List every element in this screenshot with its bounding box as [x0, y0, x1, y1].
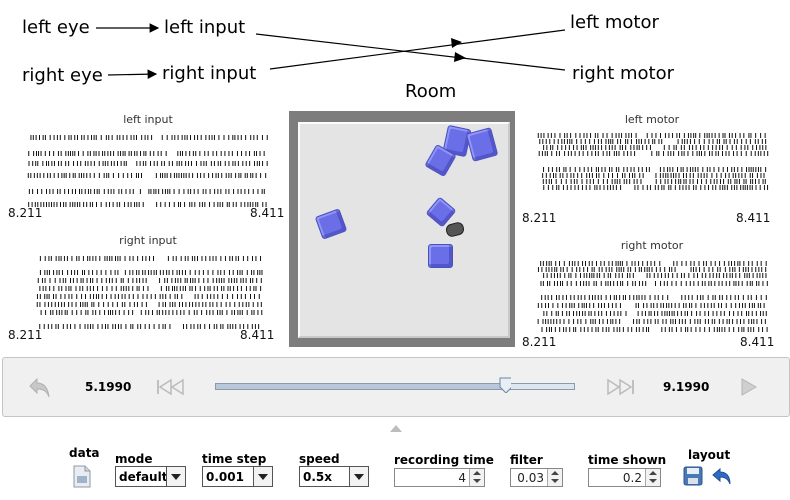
raster-time-start: 8.211 — [522, 335, 557, 349]
speed-value: 0.5x — [303, 470, 332, 484]
chevron-down-icon[interactable] — [253, 467, 272, 486]
spinner-buttons[interactable] — [547, 469, 562, 486]
chevron-down-icon[interactable] — [349, 467, 368, 486]
raster-title: right motor — [620, 239, 684, 252]
raster-time-start: 8.211 — [8, 206, 43, 220]
time-step-label: time step — [202, 452, 267, 466]
right-eye-arrow — [107, 69, 158, 79]
filter-label: filter — [510, 453, 543, 467]
spike-raster-plot — [36, 256, 263, 329]
filter-value: 0.03 — [517, 471, 544, 485]
raster-time-start: 8.211 — [522, 211, 557, 225]
raster-title: left input — [123, 113, 173, 126]
timeline-slider-fill — [216, 384, 506, 389]
block-object[interactable] — [428, 244, 453, 268]
room-floor — [298, 122, 510, 338]
mode-select[interactable]: default — [115, 466, 186, 487]
skip-to-end-icon[interactable] — [606, 378, 636, 396]
raster-time-end: 8.411 — [736, 211, 771, 225]
braitenberg-vehicle[interactable] — [444, 220, 466, 239]
playback-panel: 5.1990 9.1990 — [2, 357, 790, 417]
timeline-slider-track[interactable] — [215, 383, 575, 390]
left-eye-label: left eye — [22, 17, 90, 38]
mode-value: default — [119, 470, 168, 484]
time-shown-label: time shown — [588, 453, 667, 467]
reset-layout-icon[interactable] — [711, 466, 733, 486]
speed-select[interactable]: 0.5x — [299, 466, 369, 487]
right-input-raster: right input 8.211 8.411 — [6, 234, 290, 344]
room-title: Room — [405, 81, 457, 102]
layout-label: layout — [688, 448, 731, 462]
raster-time-end: 8.411 — [240, 328, 275, 342]
raster-title: right input — [119, 234, 177, 247]
collapse-arrow-icon[interactable] — [389, 423, 403, 433]
play-icon[interactable] — [739, 377, 759, 397]
left-input-label: left input — [164, 17, 246, 38]
mode-label: mode — [115, 452, 153, 466]
right-eye-label: right eye — [22, 65, 103, 86]
connection-diagram — [96, 23, 566, 79]
speed-label: speed — [299, 452, 340, 466]
raster-time-end: 8.411 — [740, 335, 775, 349]
time-shown-spinner[interactable]: 0.2 — [588, 468, 661, 487]
spike-raster-plot — [537, 261, 768, 332]
skip-to-start-icon[interactable] — [155, 378, 185, 396]
start-time: 5.1990 — [85, 380, 132, 394]
raster-time-start: 8.211 — [8, 328, 43, 342]
time-step-select[interactable]: 0.001 — [202, 466, 273, 487]
right-input-label: right input — [162, 63, 257, 84]
recording-time-label: recording time — [394, 453, 494, 467]
undo-icon[interactable] — [27, 373, 55, 401]
left-input-raster: left input 8.211 8.411 — [6, 113, 290, 223]
spike-raster-plot — [27, 135, 268, 207]
spike-raster-plot — [537, 133, 769, 190]
end-time: 9.1990 — [663, 380, 710, 394]
raster-title: left motor — [624, 113, 680, 126]
raster-time-end: 8.411 — [250, 206, 285, 220]
arrowhead-right-motor — [454, 52, 466, 62]
recording-time-value: 4 — [458, 471, 466, 485]
block-object[interactable] — [465, 127, 499, 162]
right-input-to-left-motor-line — [269, 29, 566, 70]
spinner-buttons[interactable] — [645, 469, 660, 486]
arrowhead-left-motor — [451, 38, 462, 48]
data-file-icon[interactable] — [72, 465, 92, 489]
right-motor-raster: right motor 8.211 8.411 — [518, 239, 786, 349]
timeline-slider-thumb[interactable] — [499, 377, 511, 393]
left-motor-raster: left motor 8.211 8.411 — [518, 113, 786, 225]
right-motor-label: right motor — [572, 63, 675, 84]
recording-time-spinner[interactable]: 4 — [394, 468, 485, 487]
save-icon[interactable] — [683, 466, 703, 486]
time-step-value: 0.001 — [206, 470, 244, 484]
left-input-to-right-motor-line — [255, 33, 566, 71]
data-label: data — [69, 446, 100, 460]
room-view[interactable] — [289, 111, 515, 347]
time-shown-value: 0.2 — [622, 471, 642, 485]
chevron-down-icon[interactable] — [166, 467, 185, 486]
filter-spinner[interactable]: 0.03 — [510, 468, 563, 487]
spinner-buttons[interactable] — [469, 469, 484, 486]
block-object[interactable] — [314, 208, 348, 240]
left-motor-label: left motor — [570, 12, 659, 33]
